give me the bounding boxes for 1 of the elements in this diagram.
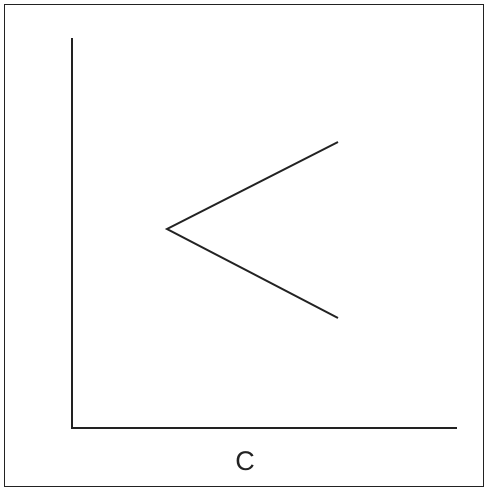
axis-label: C [234, 446, 256, 476]
